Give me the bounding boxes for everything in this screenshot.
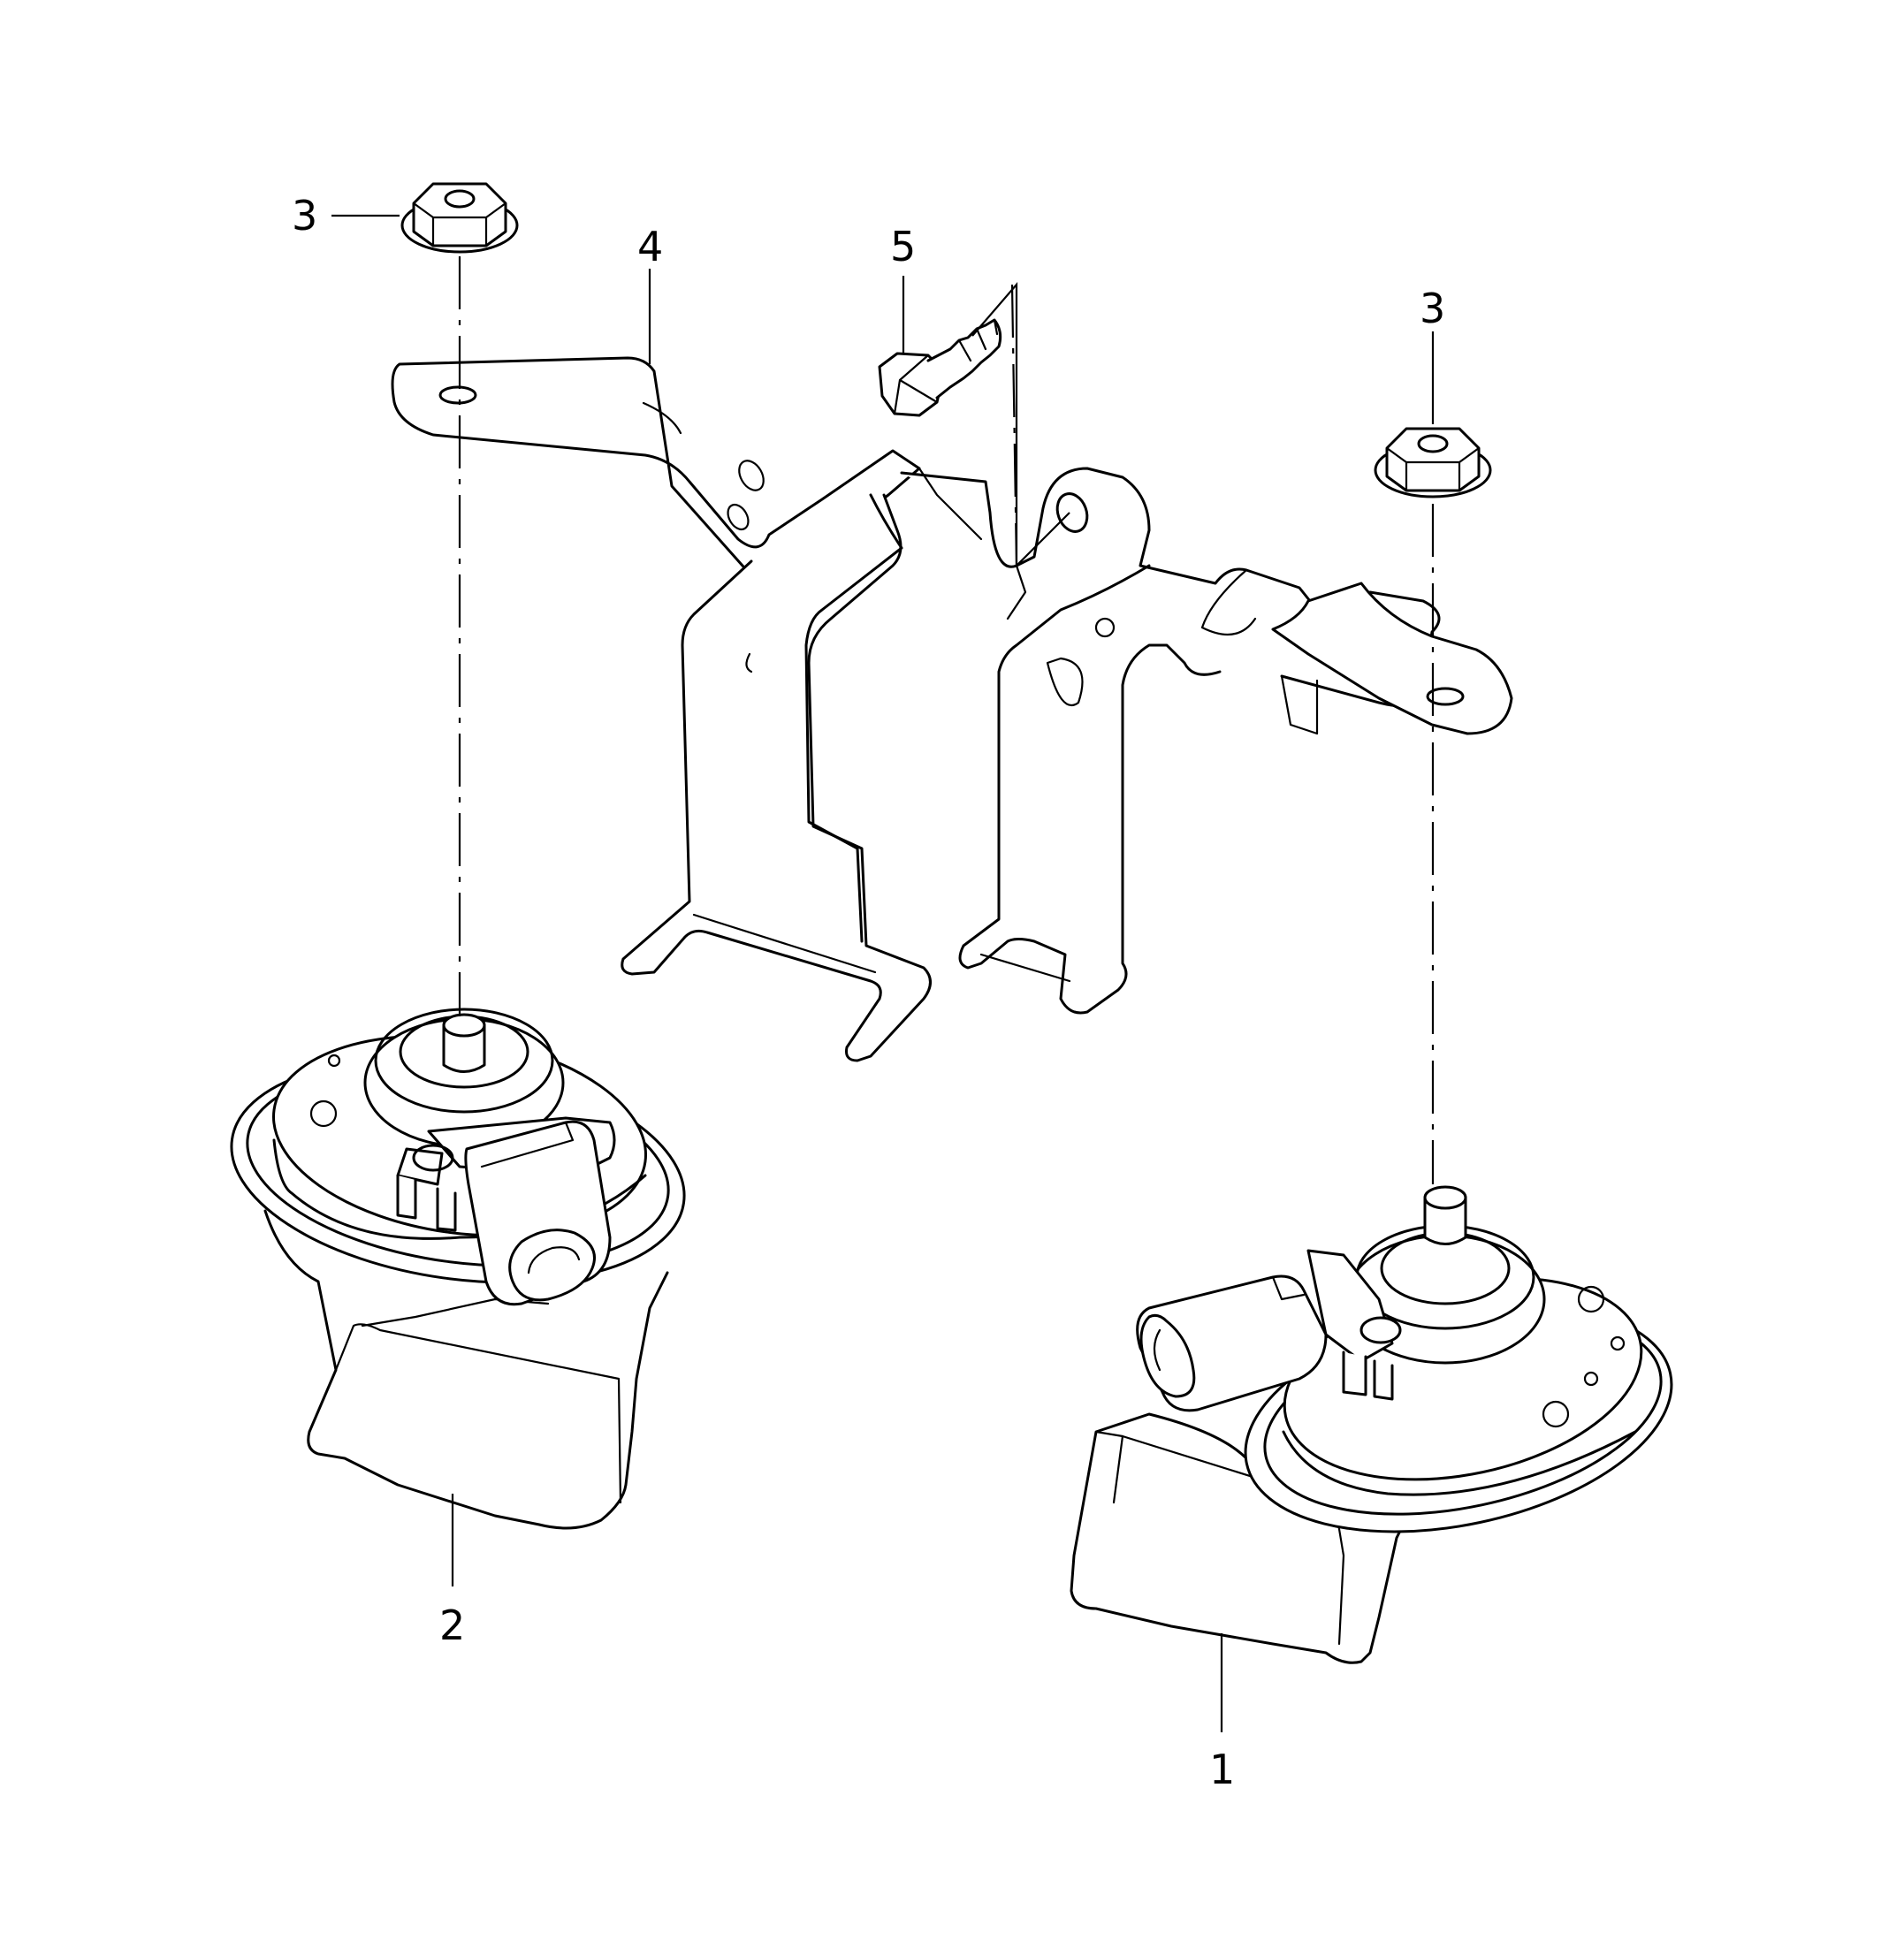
- hex-bolt: [878, 318, 1002, 417]
- flange-nut-right: [1374, 427, 1492, 498]
- flange-nut-left: [400, 182, 519, 254]
- callout-2: 2: [439, 1601, 465, 1649]
- callout-4: 4: [637, 223, 663, 270]
- assembly-lines: [458, 256, 1435, 1184]
- bracket: [391, 356, 1513, 1062]
- callout-leaders: [331, 214, 1435, 1732]
- callout-3-left: 3: [292, 192, 317, 240]
- horn-right: [1070, 1185, 1673, 1664]
- callout-1: 1: [1209, 1746, 1235, 1793]
- horn-left: [230, 1008, 686, 1530]
- callout-3-right: 3: [1420, 285, 1445, 332]
- callouts: 3 4 5 3 2 1: [292, 192, 1445, 1793]
- callout-5: 5: [890, 223, 916, 270]
